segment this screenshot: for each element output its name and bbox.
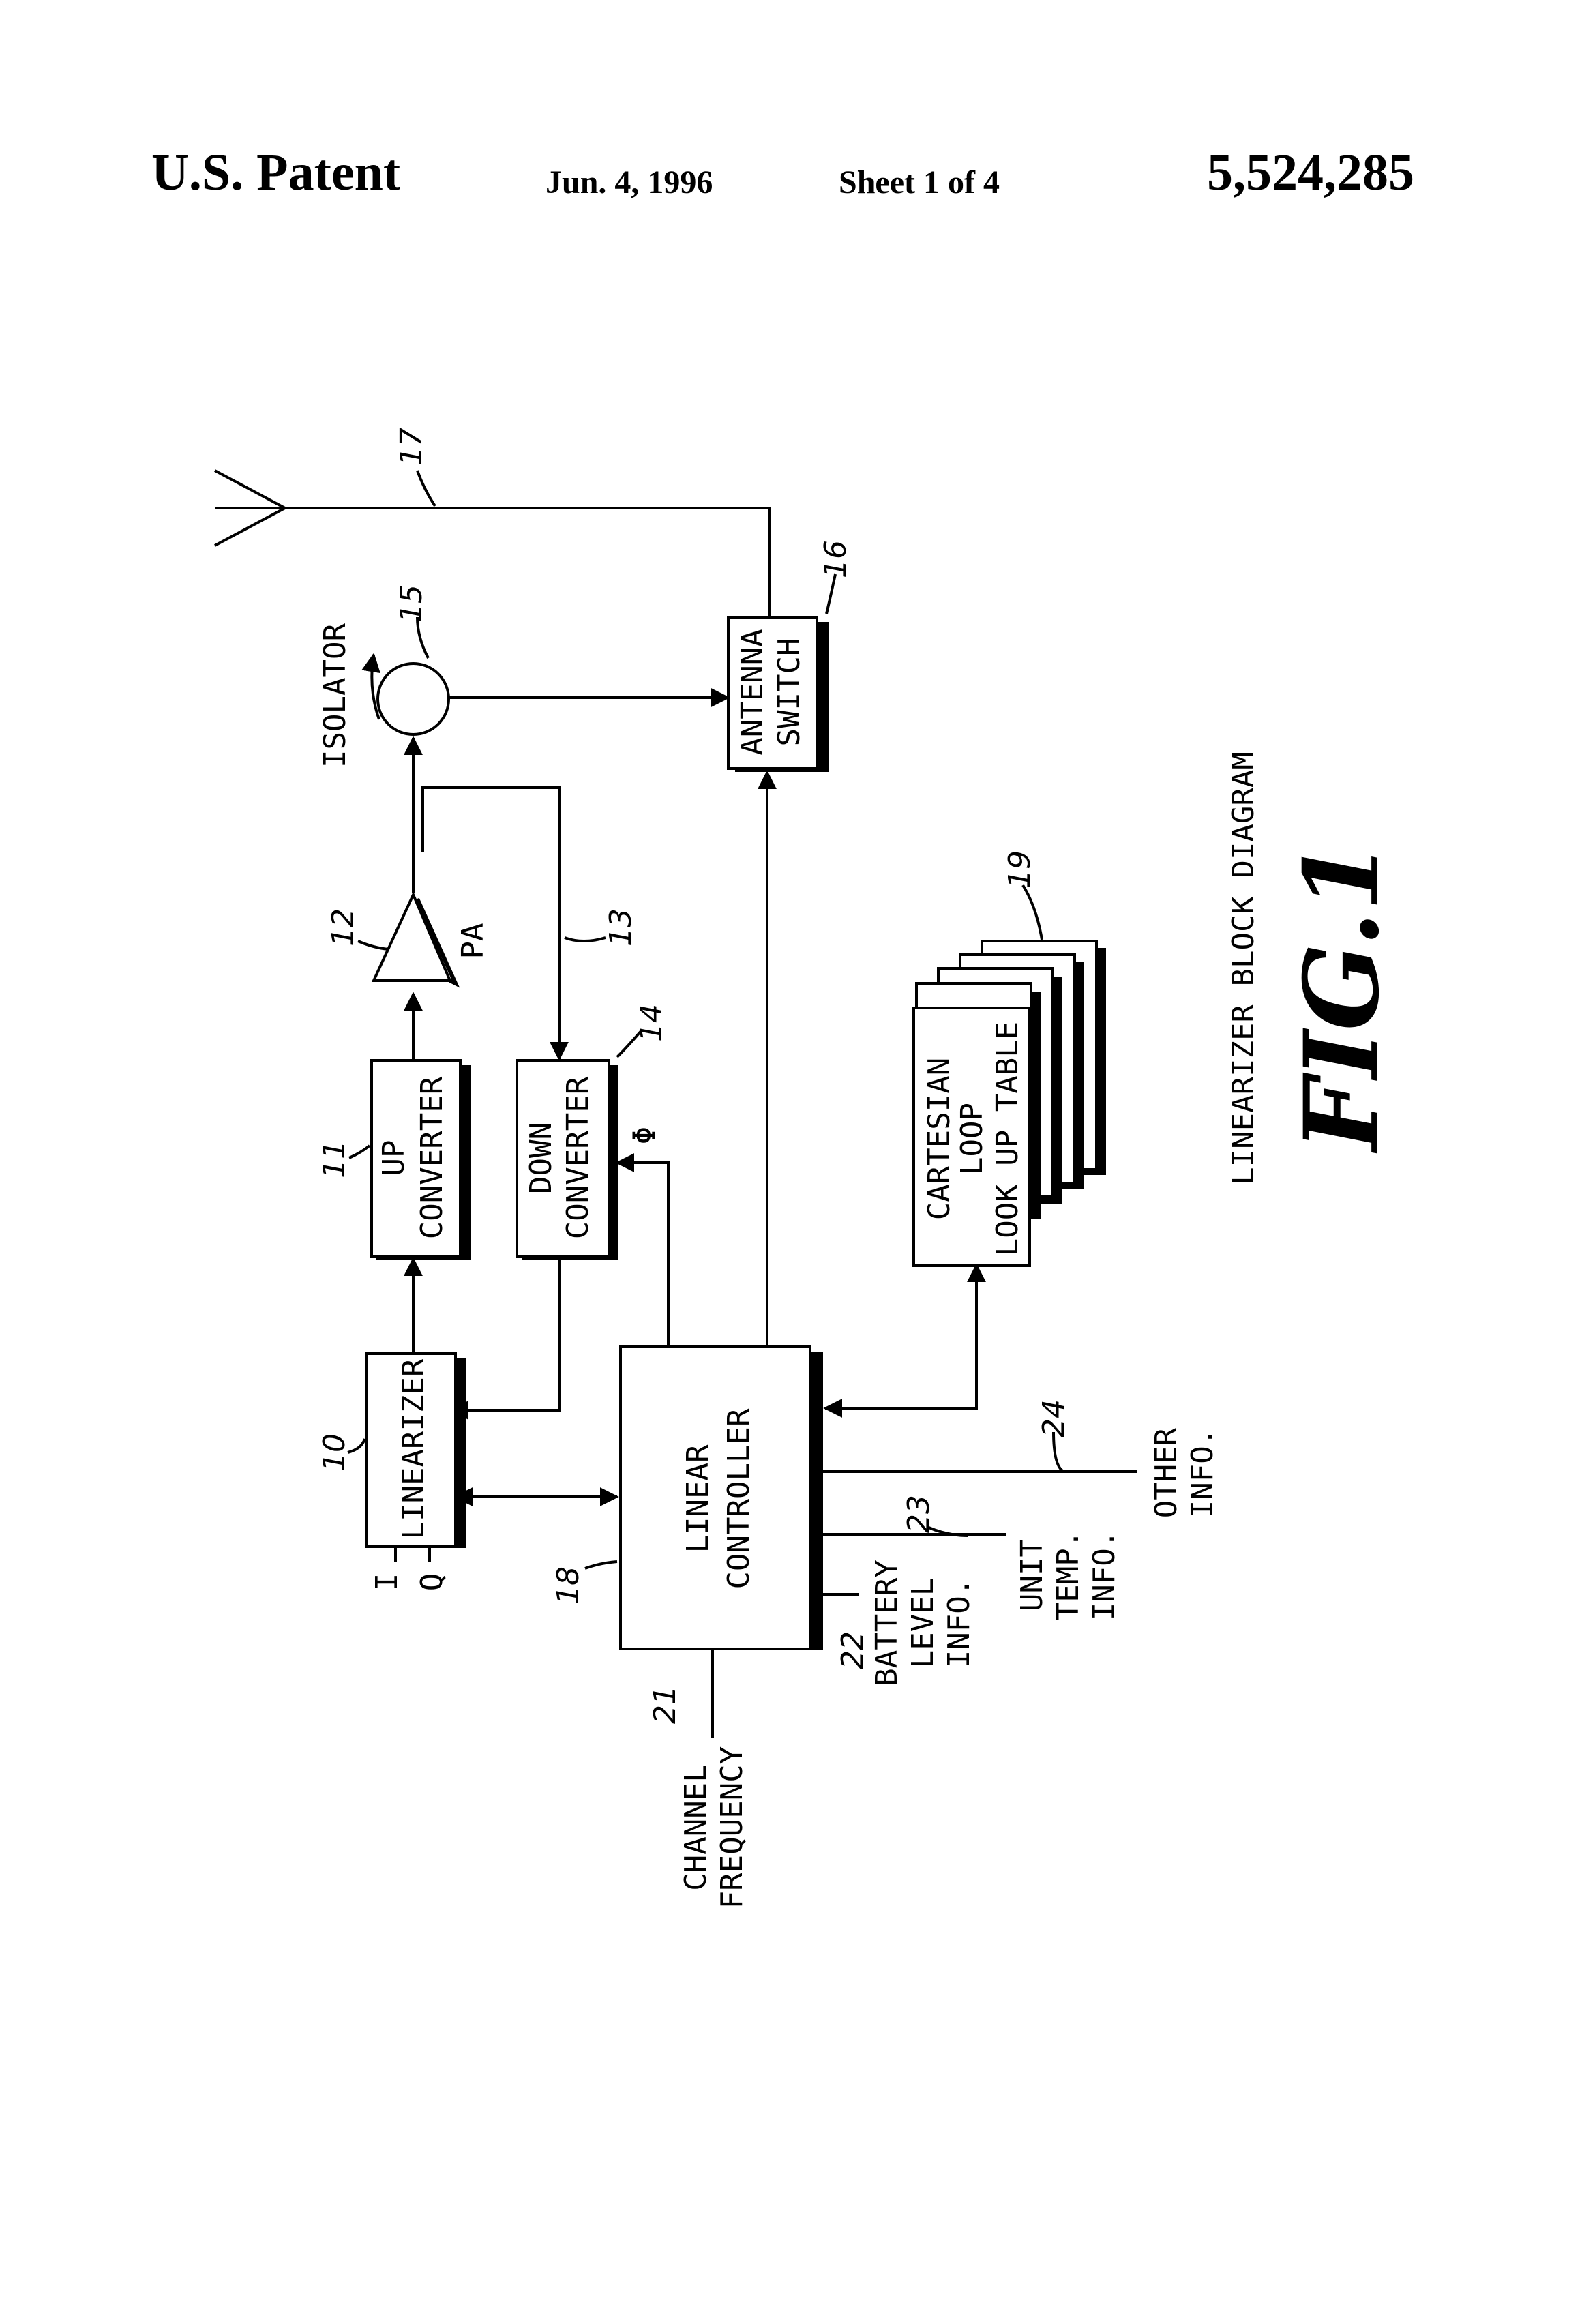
linearizer-label: LINEARIZER [396,1358,431,1539]
unit-temp-label-line2: TEMP. [1051,1530,1086,1620]
ref-11-leader [349,1146,370,1158]
ref-21: 21 [648,1686,683,1724]
battery-label-line3: INFO. [942,1578,976,1668]
power-amplifier-triangle [374,895,456,983]
ref-19-leader [1023,885,1042,940]
linear-controller-label-line1: LINEAR [681,1444,715,1553]
battery-label-line2: LEVEL [906,1578,940,1668]
ref-15: 15 [394,584,429,623]
down-converter-label-line1: DOWN [524,1122,558,1194]
antenna-switch-label-line2: SWITCH [772,638,807,747]
down-converter-label-line2: CONVERTER [561,1076,595,1239]
ref-11: 11 [317,1140,352,1178]
ref-12: 12 [326,908,361,947]
antenna-switch-label-line1: ANTENNA [735,629,770,755]
ref-18: 18 [551,1566,586,1605]
feedback-coupler-line [423,788,559,1059]
isolator-label: ISOLATOR [318,623,353,768]
antenna-icon [215,471,285,546]
isolator-circulator [372,655,449,734]
lookup-table-controller-arrow [825,1265,976,1408]
ref-17-leader [417,471,435,506]
channel-frequency-label-line2: FREQUENCY [715,1746,749,1909]
ref-22: 22 [835,1631,870,1669]
ref-16: 16 [818,540,853,578]
linear-controller-label-line2: CONTROLLER [721,1408,756,1589]
ref-13-leader [565,938,606,941]
downconverter-to-linearizer-arrow [451,1260,559,1410]
antenna-feed-line [285,508,769,617]
ref-16-leader [826,574,835,614]
up-converter-label-line1: UP [376,1140,411,1176]
channel-frequency-label-line1: CHANNEL [678,1764,713,1890]
lookup-table-label-line3: LOOK UP TABLE [990,1022,1025,1256]
q-input-label: Q [415,1573,449,1592]
battery-label-line1: BATTERY [869,1560,904,1686]
ref-15-leader [417,617,428,658]
unit-temp-label-line3: INFO. [1087,1530,1122,1620]
other-info-label-line1: OTHER [1149,1427,1184,1518]
ref-12-leader [358,941,389,949]
up-converter-label-line2: CONVERTER [415,1076,449,1239]
diagram-caption: LINEARIZER BLOCK DIAGRAM [1226,751,1261,1185]
ref-10: 10 [317,1433,352,1472]
unit-temp-label-line1: UNIT [1015,1539,1049,1611]
ref-18-leader [585,1562,617,1568]
ref-24: 24 [1036,1399,1071,1437]
figure-label: FIG.1 [1282,840,1402,1154]
lookup-table-label-line1: CARTESIAN [922,1058,957,1220]
ref-17: 17 [394,428,429,466]
other-info-label-line2: INFO. [1185,1428,1220,1518]
lookup-table-label-line2: LOOP [955,1103,989,1175]
controller-to-downconverter-phase-arrow [617,1163,668,1347]
pa-label: PA [456,923,490,959]
ref-19: 19 [1002,850,1037,889]
ref-14: 14 [634,1004,669,1042]
ref-13: 13 [603,908,638,947]
ref-14-leader [617,1031,641,1057]
i-input-label: I [370,1573,404,1592]
phase-symbol: Φ [627,1127,662,1145]
